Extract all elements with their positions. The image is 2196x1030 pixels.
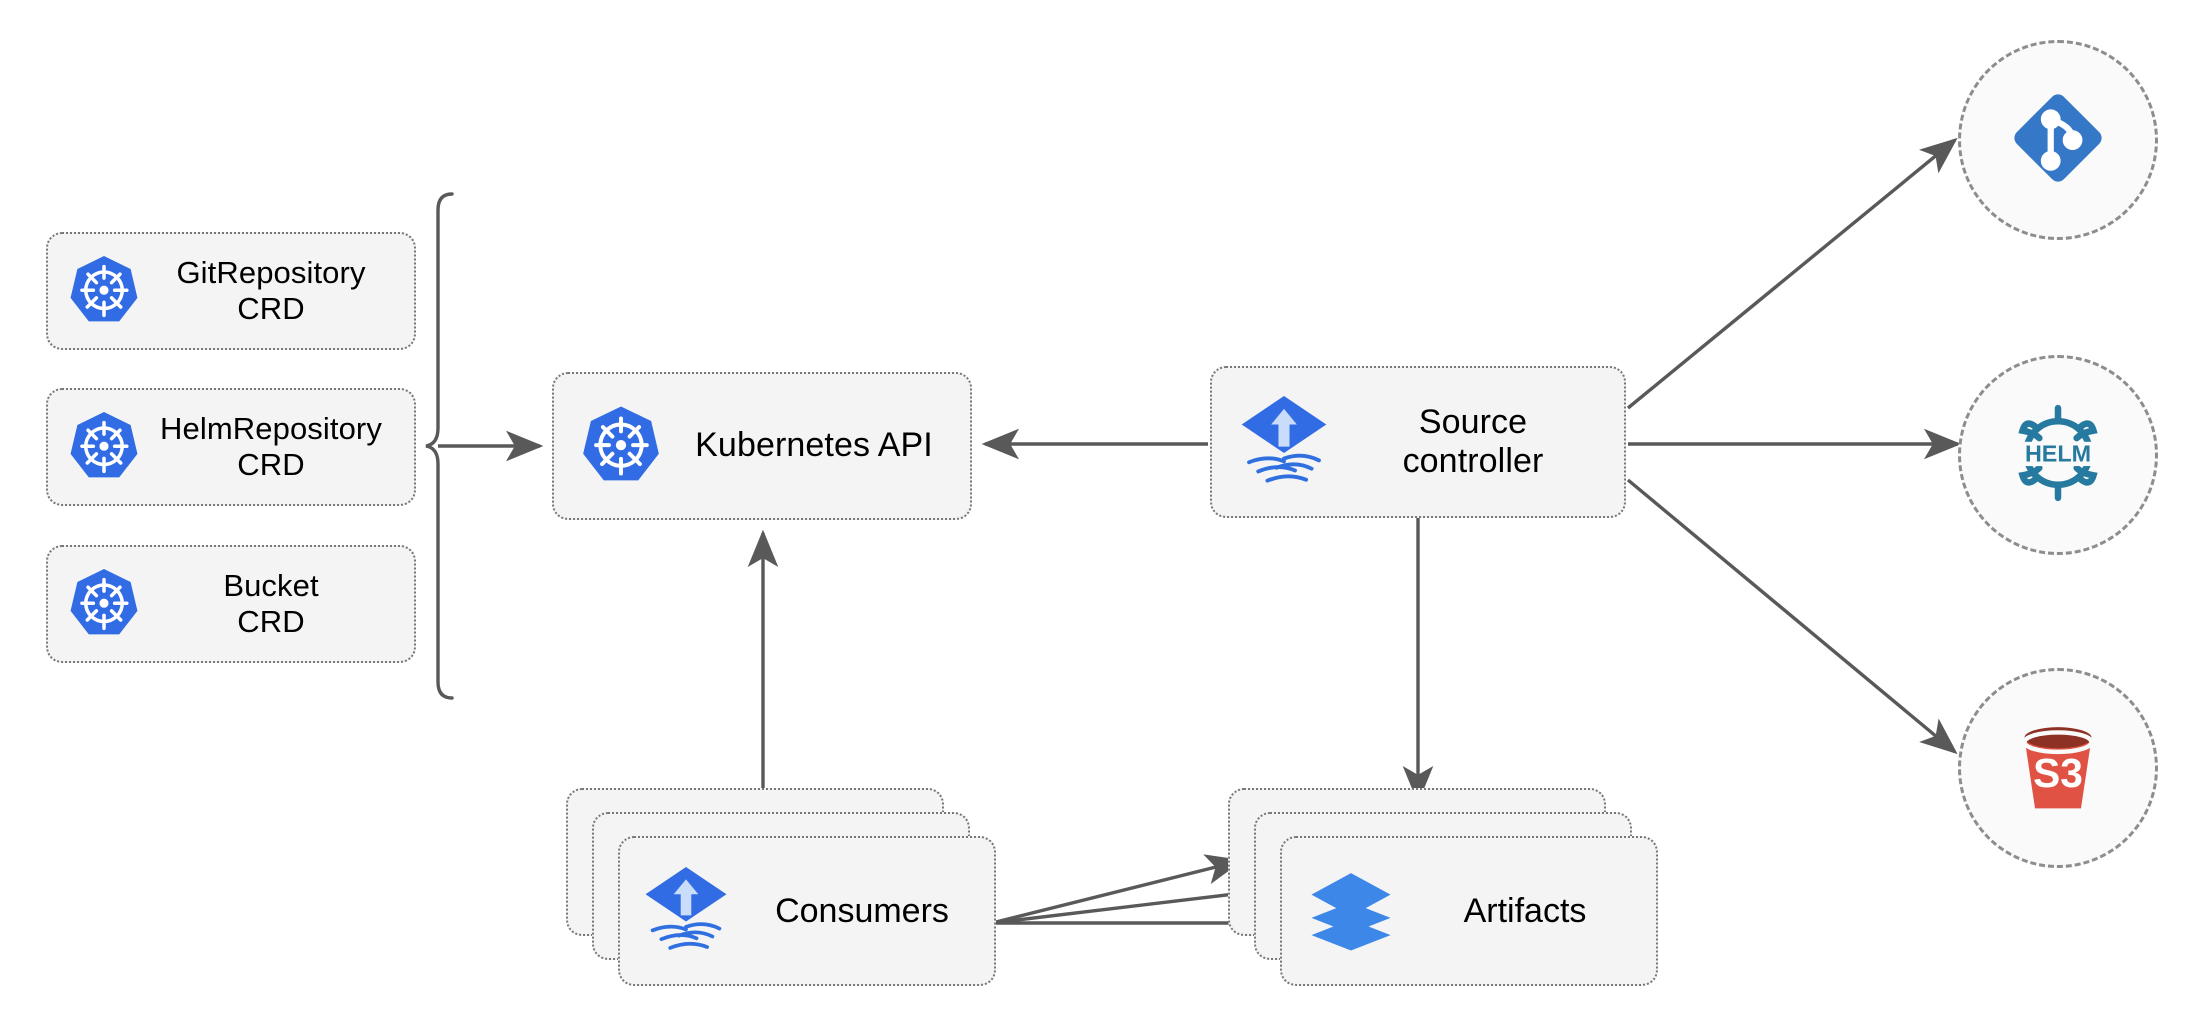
card-helmrepository-crd[interactable]: HelmRepository CRD — [46, 388, 416, 506]
kubernetes-icon — [66, 409, 142, 485]
external-source-git[interactable] — [1958, 40, 2158, 240]
consumers-front-card[interactable]: Consumers — [618, 836, 996, 986]
artifacts-front-card[interactable]: Artifacts — [1280, 836, 1658, 986]
git-icon — [2006, 86, 2110, 195]
edge-source-to-git — [1626, 137, 1958, 410]
external-source-s3[interactable]: S3 — [1958, 668, 2158, 868]
helm-label: HELM — [2025, 440, 2091, 466]
external-source-helm[interactable]: HELM — [1958, 355, 2158, 555]
edge-consumers-to-artifacts-2 — [991, 878, 1272, 925]
crd-group-brace — [425, 192, 454, 700]
layers-icon — [1308, 865, 1394, 957]
s3-label: S3 — [2033, 750, 2083, 796]
card-label: GitRepository CRD — [176, 255, 366, 326]
helm-icon: HELM — [2002, 397, 2114, 514]
s3-bucket-icon: S3 — [2005, 713, 2111, 824]
node-artifacts[interactable]: Artifacts — [1228, 788, 1658, 993]
node-label: Artifacts — [1463, 891, 1587, 930]
node-consumers[interactable]: Consumers — [566, 788, 996, 993]
kubernetes-icon — [66, 566, 142, 642]
card-gitrepository-crd[interactable]: GitRepository CRD — [46, 232, 416, 350]
node-kubernetes-api[interactable]: Kubernetes API — [552, 372, 972, 520]
card-label: Bucket CRD — [223, 568, 319, 639]
flux-icon — [642, 863, 730, 959]
kubernetes-icon — [66, 253, 142, 329]
node-source-controller[interactable]: Source controller — [1210, 366, 1626, 518]
flux-icon — [1238, 394, 1330, 490]
edge-source-to-s3 — [1626, 478, 1958, 755]
kubernetes-icon — [578, 403, 664, 489]
card-label: HelmRepository CRD — [160, 411, 382, 482]
node-label: Kubernetes API — [695, 426, 933, 465]
node-label: Consumers — [775, 891, 949, 930]
node-label: Source controller — [1402, 402, 1544, 480]
edge-consumers-to-artifacts-1 — [991, 854, 1244, 925]
card-bucket-crd[interactable]: Bucket CRD — [46, 545, 416, 663]
